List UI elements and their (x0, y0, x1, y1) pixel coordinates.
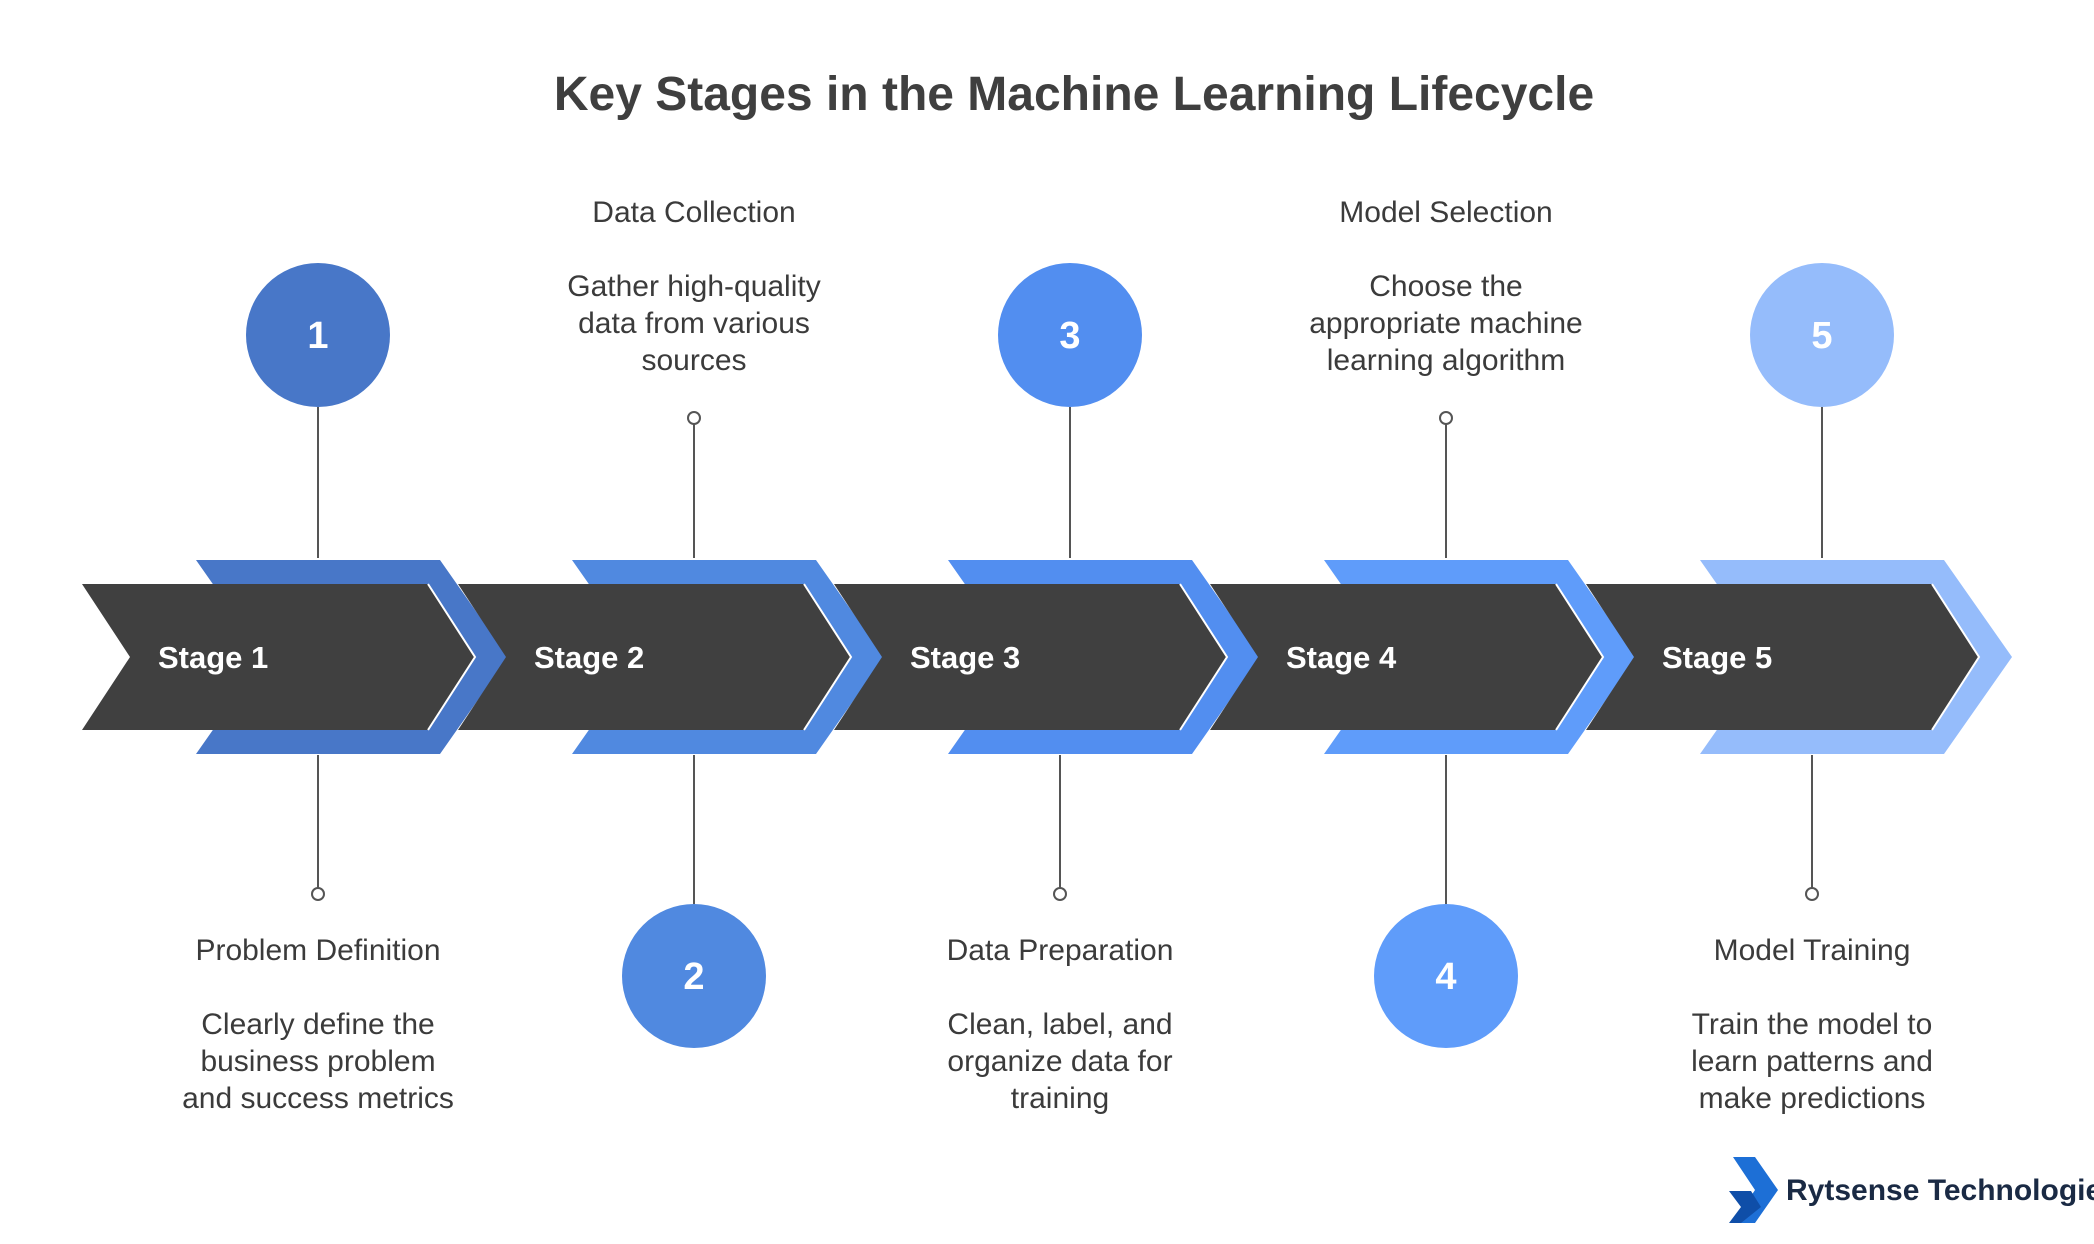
brand-logo: Rytsense Technologies (1729, 1157, 2094, 1223)
stage-title: Model Selection (1339, 196, 1552, 229)
stage-arrow-body (1586, 584, 1979, 730)
stage-title: Data Collection (592, 196, 795, 229)
stage-arrow-body (1210, 584, 1603, 730)
stage-description-line: organize data for (947, 1045, 1172, 1078)
stage-connectors (311, 407, 1823, 904)
stage-title: Data Preparation (947, 934, 1174, 967)
page-title: Key Stages in the Machine Learning Lifec… (554, 68, 1594, 121)
stage-arrow-edge (1179, 583, 1229, 731)
stage-arrow-edge (427, 583, 477, 731)
stage-description-line: Gather high-quality (567, 270, 820, 303)
stage-title: Model Training (1714, 934, 1911, 967)
connector-endpoint (1805, 887, 1819, 901)
stage-number: 5 (1811, 315, 1832, 357)
stage-description-line: and success metrics (182, 1082, 454, 1115)
stage-arrows: Stage 1 Stage 2 Stage 3 Stage 4 Stage 5 (82, 560, 2012, 754)
stage-number-circle (246, 263, 390, 407)
stage-number-circle (1750, 263, 1894, 407)
stage-description-line: Train the model to (1692, 1008, 1933, 1041)
connector-endpoint (1439, 411, 1453, 425)
stage-description-line: Clean, label, and (947, 1008, 1172, 1041)
stage-arrow-edge (803, 583, 853, 731)
brand-name: Rytsense Technologies (1786, 1174, 2094, 1207)
connector-endpoint (311, 887, 325, 901)
stage-arrow-edge (1555, 583, 1605, 731)
stage-description-line: sources (641, 344, 746, 377)
chevron-logo-icon (1729, 1157, 1778, 1223)
stage-description-line: Choose the (1369, 270, 1522, 303)
stage-number: 3 (1059, 315, 1080, 357)
stage-number: 2 (683, 956, 704, 998)
stage-label: Stage 4 (1286, 640, 1397, 675)
stage-number: 4 (1435, 956, 1456, 998)
connector-endpoint (1053, 887, 1067, 901)
stage-description-line: Clearly define the (201, 1008, 434, 1041)
stage-label: Stage 2 (534, 640, 644, 675)
stage-arrow-body (458, 584, 851, 730)
stage-label: Stage 1 (158, 640, 268, 675)
stage-number: 1 (307, 315, 328, 357)
stage-description-line: make predictions (1699, 1082, 1926, 1115)
stage-description-line: data from various (578, 307, 810, 340)
stage-description-line: learn patterns and (1691, 1045, 1933, 1078)
stage-description-line: appropriate machine (1309, 307, 1583, 340)
stage-number-circle (622, 904, 766, 1048)
stage-description-line: training (1011, 1082, 1109, 1115)
stage-number-circle (998, 263, 1142, 407)
stage-title: Problem Definition (195, 934, 440, 967)
stage-label: Stage 5 (1662, 640, 1772, 675)
stage-arrow-body (834, 584, 1227, 730)
connector-endpoint (687, 411, 701, 425)
stage-number-circle (1374, 904, 1518, 1048)
stage-arrow-body (82, 584, 475, 730)
stage-number-circles: 1 2 3 4 5 (246, 263, 1894, 1048)
stage-label: Stage 3 (910, 640, 1020, 675)
stage-description-line: business problem (200, 1045, 435, 1078)
stage-description-line: learning algorithm (1327, 344, 1565, 377)
stage-arrow-edge (1931, 583, 1981, 731)
